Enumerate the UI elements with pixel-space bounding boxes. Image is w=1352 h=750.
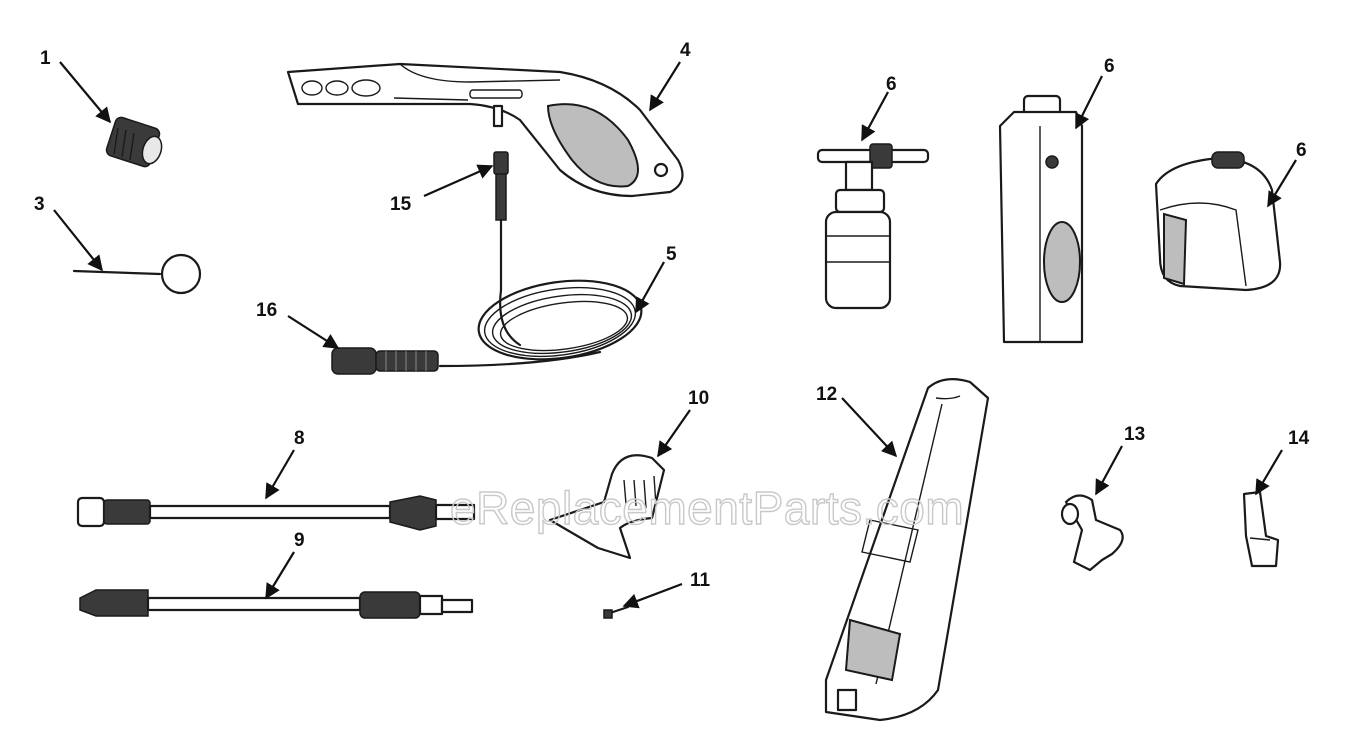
callout-6-tank: 6 <box>1104 56 1115 77</box>
arrow-3 <box>53 209 103 272</box>
arrow-1 <box>59 61 111 124</box>
arrow-6b <box>1075 75 1103 130</box>
arrow-16 <box>287 315 340 349</box>
part-11-screw <box>603 605 630 619</box>
callout-15: 15 <box>390 194 412 215</box>
part-15-fitting <box>493 151 509 292</box>
callout-16: 16 <box>256 300 277 321</box>
arrow-4 <box>649 61 681 112</box>
arrow-9 <box>265 551 295 600</box>
arrow-10 <box>657 409 691 458</box>
part-1-nut <box>105 116 163 168</box>
part-6-detergent-bottle <box>816 143 930 310</box>
part-13-hook <box>1060 494 1124 572</box>
arrow-13 <box>1095 445 1123 496</box>
callout-arrows <box>53 61 1297 609</box>
callout-6-small-tank: 6 <box>1296 140 1307 161</box>
callout-13: 13 <box>1124 424 1145 445</box>
arrow-8 <box>265 449 295 500</box>
part-12-panel <box>824 377 990 722</box>
part-6-small-tank <box>1154 151 1282 292</box>
part-4-spray-gun <box>286 62 684 198</box>
callout-10: 10 <box>688 388 709 409</box>
callout-1: 1 <box>40 48 51 69</box>
arrow-12 <box>841 397 898 458</box>
arrow-14 <box>1255 449 1283 496</box>
arrow-15 <box>423 164 494 198</box>
part-3-clip-pin <box>72 253 202 295</box>
callout-12: 12 <box>816 384 837 405</box>
callout-6-detergent-bottle: 6 <box>886 74 897 95</box>
callout-3: 3 <box>34 194 45 215</box>
part-8-lance <box>76 495 476 531</box>
part-10-holder <box>548 454 666 560</box>
callout-9: 9 <box>294 530 305 551</box>
callout-labels: 1 3 4 15 5 16 6 6 6 10 8 9 11 12 13 14 <box>34 40 1310 591</box>
part-16-hose-coupling <box>331 347 439 375</box>
callout-5: 5 <box>666 244 677 265</box>
callout-8: 8 <box>294 428 305 449</box>
watermark: eReplacementParts.com <box>450 482 964 534</box>
part-14-bracket <box>1242 490 1280 568</box>
arrow-5 <box>635 261 665 314</box>
arrow-6c <box>1267 159 1297 208</box>
arrow-6a <box>861 91 889 142</box>
arrow-11 <box>622 582 683 609</box>
part-6-tank <box>998 94 1084 344</box>
callout-4: 4 <box>680 40 691 61</box>
part-9-lance <box>79 589 474 619</box>
part-5-hose <box>438 279 643 368</box>
callout-11: 11 <box>690 570 711 591</box>
callout-14: 14 <box>1288 428 1310 449</box>
